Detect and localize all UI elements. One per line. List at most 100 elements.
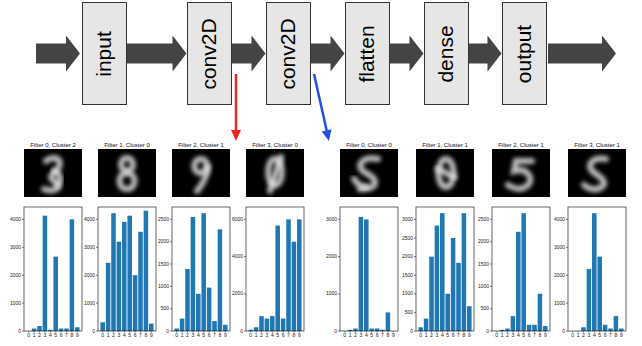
axis-tick-label: 5 <box>54 333 57 338</box>
axis-tick-label: 5 <box>202 333 205 338</box>
filter-image <box>340 149 398 197</box>
histogram-bar <box>292 242 297 331</box>
axis-tick-label: 500 <box>481 306 489 311</box>
histogram-bar <box>424 319 429 331</box>
histogram-bar <box>451 238 456 331</box>
axis-tick-label: 8 <box>463 333 466 338</box>
axis-tick-label: 0 <box>419 333 422 338</box>
axis-tick-label: 6000 <box>232 217 243 222</box>
axis-tick-label: 8 <box>615 333 618 338</box>
axis-tick-label: 2 <box>506 333 509 338</box>
histogram-bar <box>538 294 543 331</box>
histogram-bar <box>429 257 434 331</box>
layer-name: input <box>92 31 115 77</box>
tick-mark <box>96 331 98 332</box>
tick-mark <box>490 219 492 220</box>
image-ground <box>340 149 398 197</box>
axis-tick-label: 4 <box>49 333 52 338</box>
histogram-bar <box>127 216 132 331</box>
tick-mark <box>566 331 568 332</box>
histogram-bar <box>100 322 105 331</box>
filter-image <box>172 149 230 197</box>
filter-image <box>568 149 626 197</box>
blue-pointer-line <box>314 74 327 132</box>
activation-blob <box>439 159 454 187</box>
axis-tick-label: 2000 <box>478 239 489 244</box>
flow-arrow <box>127 36 187 72</box>
tick-mark <box>170 286 172 287</box>
axis-tick-label: 1000 <box>478 284 489 289</box>
histogram-bar <box>286 219 291 331</box>
axis-tick-label: 9 <box>150 333 153 338</box>
histogram-bar <box>70 219 75 331</box>
histogram-bar <box>297 219 302 331</box>
axes-frame <box>24 207 82 331</box>
axis-tick-label: 9 <box>620 333 623 338</box>
axis-tick-label: 8 <box>71 333 74 338</box>
tick-mark <box>414 238 416 239</box>
axis-tick-label: 9 <box>298 333 301 338</box>
panel-title: Filter 2, Cluster 1 <box>498 142 544 148</box>
tick-mark <box>490 331 492 332</box>
axis-tick-label: 1 <box>33 333 36 338</box>
axis-tick-label: 3000 <box>10 245 21 250</box>
tick-mark <box>414 293 416 294</box>
axis-tick-label: 6 <box>60 333 63 338</box>
axis-tick-label: 3000 <box>84 245 95 250</box>
axis-tick-label: 2500 <box>478 217 489 222</box>
layer-name: flatten <box>355 25 378 82</box>
activation-blob <box>121 158 133 171</box>
axis-tick-label: 8 <box>387 333 390 338</box>
histogram-bar <box>587 269 592 331</box>
axis-tick-label: 3000 <box>402 217 413 222</box>
layer-box: conv2D <box>187 2 232 105</box>
panel-title: Filter 0, Cluster 2 <box>30 142 76 148</box>
panel-title: Filter 1, Cluster 1 <box>422 142 468 148</box>
filter-panel <box>96 149 156 333</box>
axis-tick-label: 1 <box>577 333 580 338</box>
tick-mark <box>170 264 172 265</box>
axis-tick-label: 6 <box>134 333 137 338</box>
axis-tick-label: 5 <box>276 333 279 338</box>
axis-tick-label: 2000 <box>554 273 565 278</box>
axes-frame <box>172 207 230 331</box>
entry-arrow <box>36 36 80 72</box>
filter-panels <box>22 149 626 333</box>
panel-title: Filter 0, Cluster 0 <box>346 142 392 148</box>
exit-arrow <box>548 36 616 72</box>
filter-image <box>416 149 474 197</box>
filter-image <box>246 149 304 197</box>
histogram-bar <box>254 327 259 331</box>
axis-tick-label: 5 <box>370 333 373 338</box>
red-pointer-line <box>235 74 238 132</box>
image-ground <box>568 149 626 197</box>
axis-tick-label: 0 <box>92 329 95 334</box>
axis-tick-label: 6 <box>452 333 455 338</box>
layer-name: conv2D <box>276 18 299 89</box>
axis-tick-label: 7 <box>213 333 216 338</box>
axis-tick-label: 1000 <box>554 301 565 306</box>
axis-tick-label: 4000 <box>232 254 243 259</box>
tick-mark <box>490 264 492 265</box>
axis-tick-label: 2 <box>430 333 433 338</box>
tick-mark <box>96 303 98 304</box>
axis-tick-label: 500 <box>405 310 413 315</box>
panel-title: Filter 1, Cluster 0 <box>104 142 150 148</box>
layer-box: flatten <box>345 2 390 105</box>
histogram-bar <box>53 257 58 331</box>
axis-tick-label: 1000 <box>84 301 95 306</box>
filter-panel <box>490 149 550 333</box>
histogram-bar <box>174 329 179 331</box>
axis-tick-label: 3 <box>588 333 591 338</box>
activation-blob <box>120 173 135 189</box>
tick-mark <box>490 286 492 287</box>
tick-mark <box>96 247 98 248</box>
histogram-bar <box>364 219 369 331</box>
image-ground <box>416 149 474 197</box>
axis-tick-label: 6 <box>528 333 531 338</box>
tick-mark <box>244 219 246 220</box>
axis-tick-label: 7 <box>287 333 290 338</box>
tick-mark <box>490 308 492 309</box>
layer-name: conv2D <box>197 18 220 89</box>
histogram-bar <box>375 329 380 331</box>
